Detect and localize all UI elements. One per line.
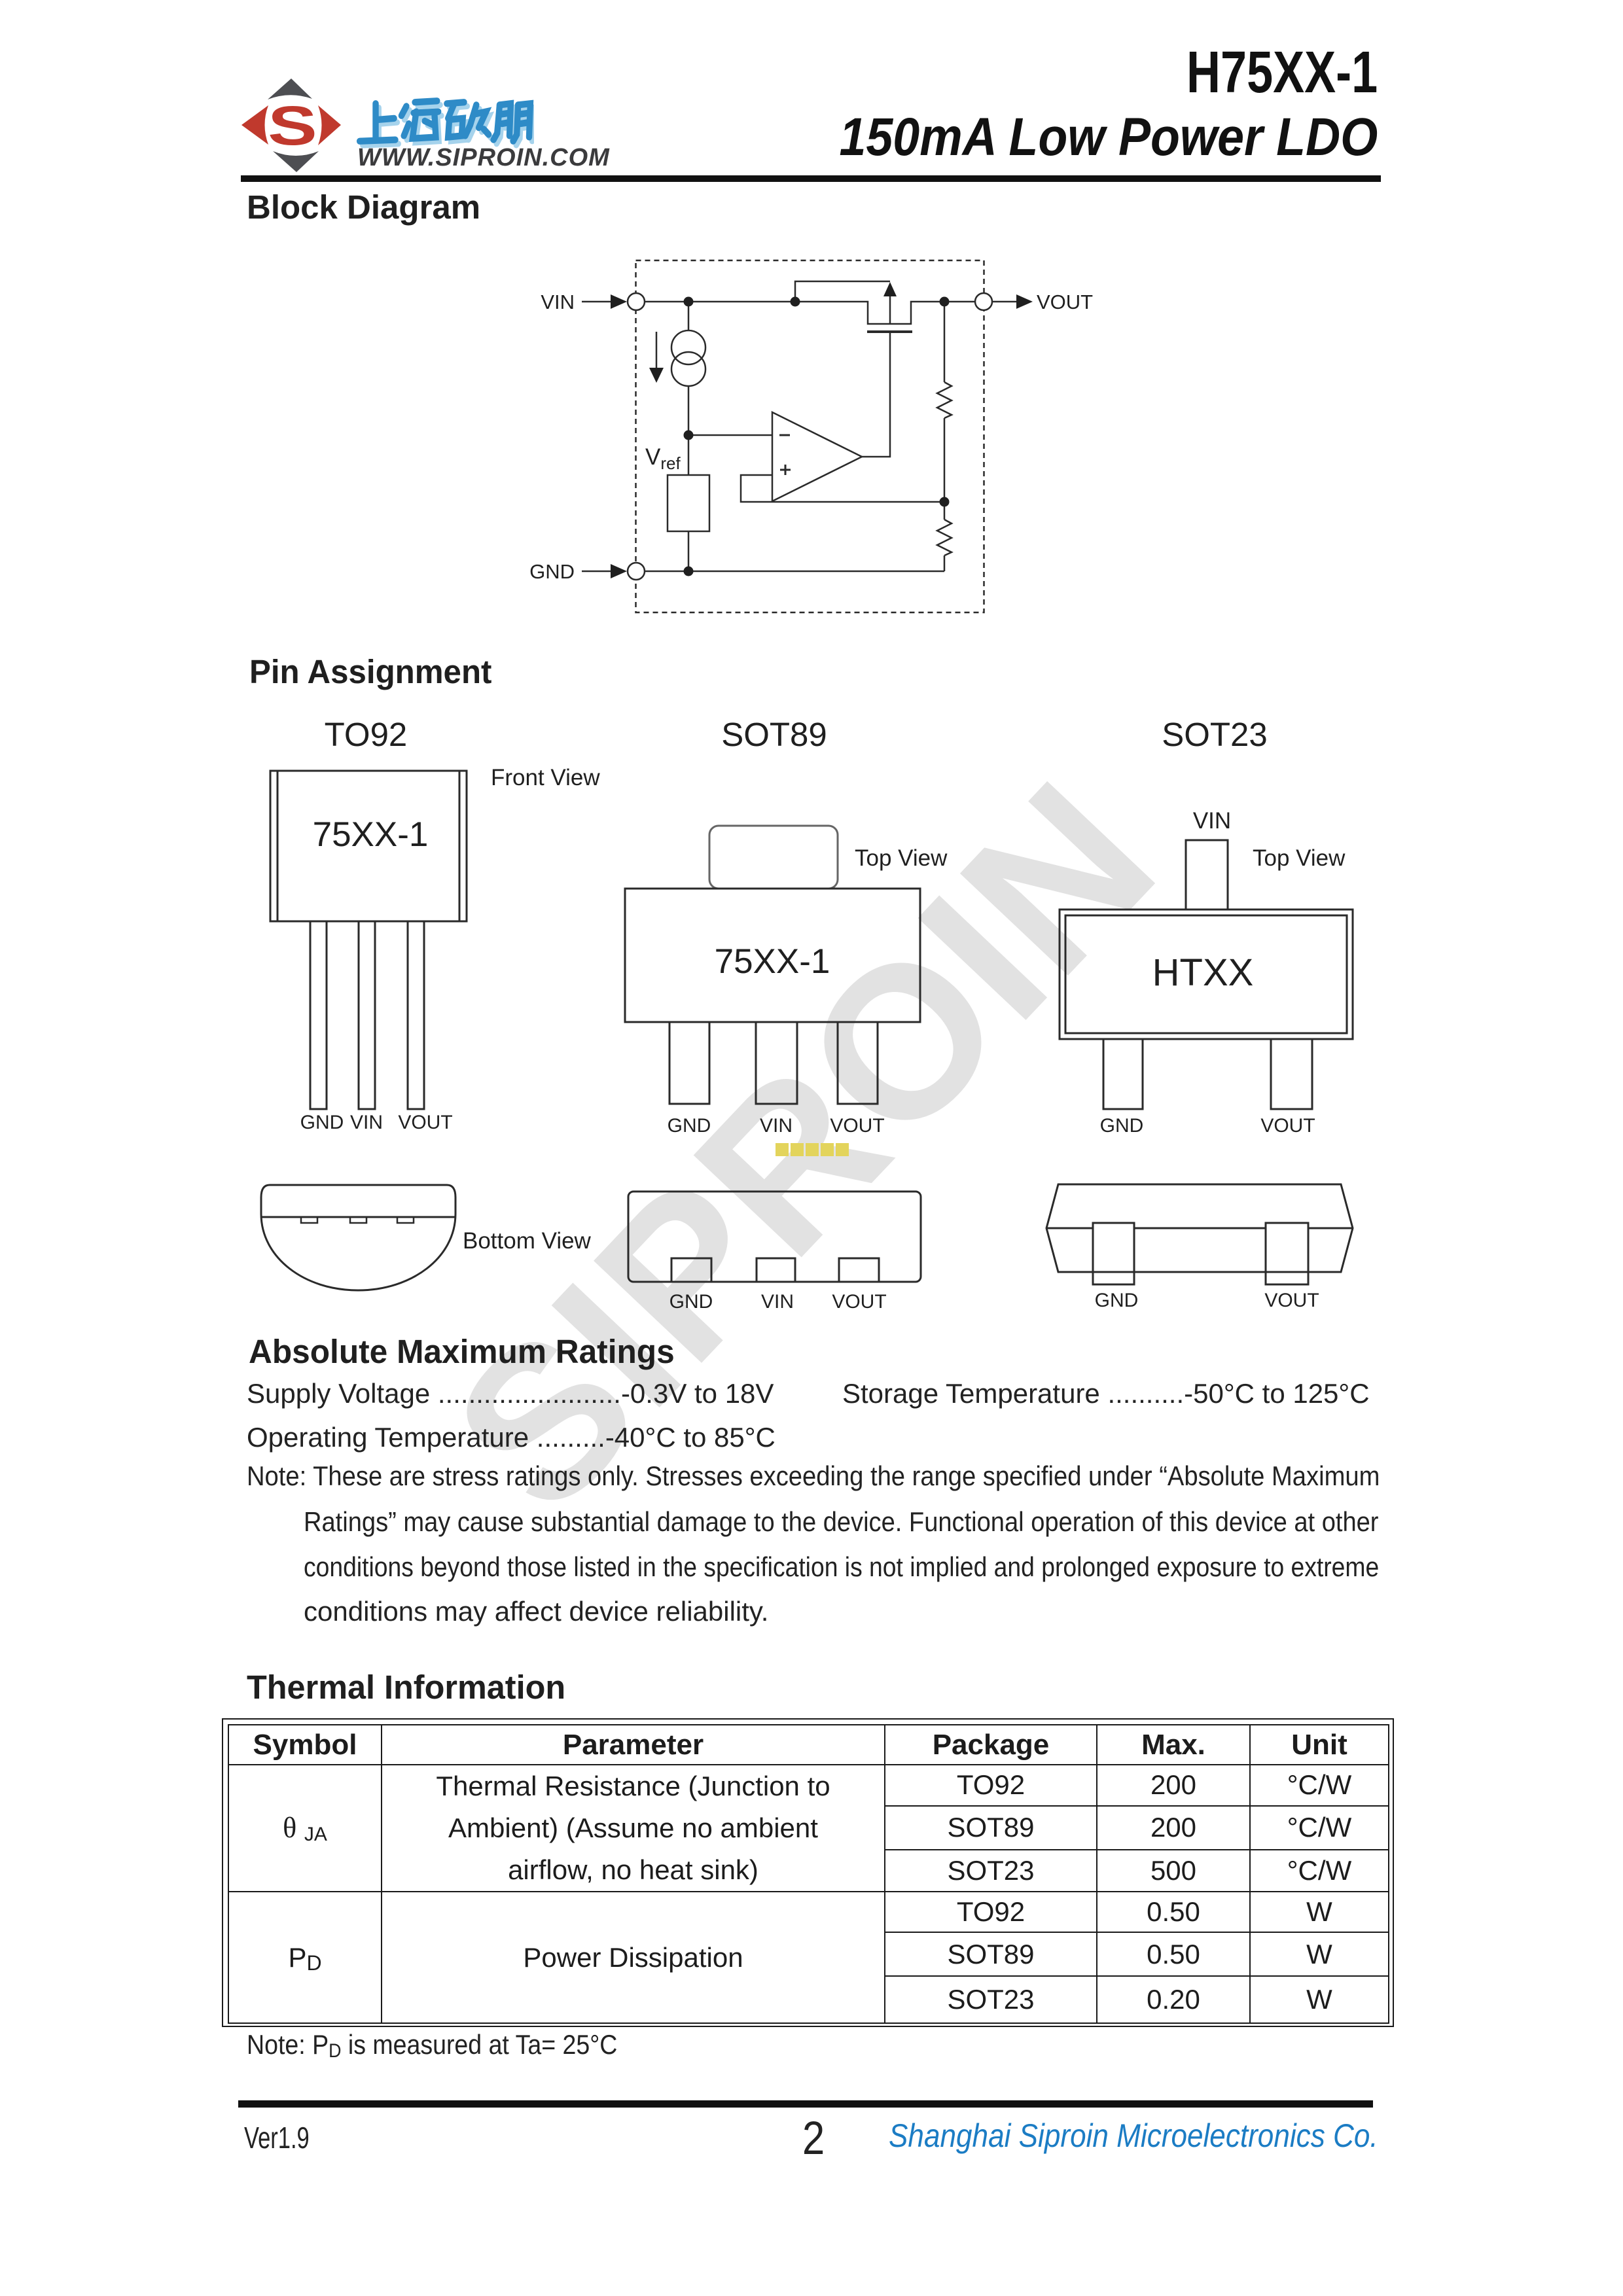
svg-text:GND: GND (669, 1291, 713, 1313)
svg-text:Top View: Top View (1253, 845, 1346, 871)
svg-text:VOUT: VOUT (398, 1112, 452, 1133)
svg-text:GND: GND (529, 560, 575, 583)
svg-text:VIN: VIN (761, 1291, 794, 1313)
svg-text:SOT89: SOT89 (721, 716, 827, 753)
svg-text:S: S (268, 96, 317, 156)
svg-text:GND: GND (300, 1112, 344, 1133)
svg-text:GND: GND (1095, 1290, 1139, 1311)
svg-text:VOUT: VOUT (830, 1115, 884, 1137)
svg-text:Bottom View: Bottom View (463, 1228, 592, 1254)
svg-text:Front View: Front View (491, 765, 600, 790)
svg-text:75XX-1: 75XX-1 (715, 942, 830, 981)
svg-text:GND: GND (668, 1115, 711, 1137)
svg-text:HTXX: HTXX (1152, 951, 1254, 994)
svg-text:VOUT: VOUT (1264, 1290, 1319, 1311)
svg-text:VOUT: VOUT (1260, 1115, 1315, 1137)
svg-text:VOUT: VOUT (1037, 291, 1093, 313)
svg-text:GND: GND (1100, 1115, 1144, 1137)
svg-text:SOT23: SOT23 (1162, 716, 1268, 753)
svg-text:75XX-1: 75XX-1 (313, 815, 429, 854)
svg-text:VIN: VIN (1193, 808, 1231, 834)
svg-text:VIN: VIN (350, 1112, 383, 1133)
svg-text:VIN: VIN (760, 1115, 793, 1137)
svg-text:VIN: VIN (541, 291, 575, 313)
svg-text:TO92: TO92 (325, 716, 408, 753)
svg-text:Top View: Top View (855, 845, 948, 871)
svg-text:VOUT: VOUT (832, 1291, 886, 1313)
